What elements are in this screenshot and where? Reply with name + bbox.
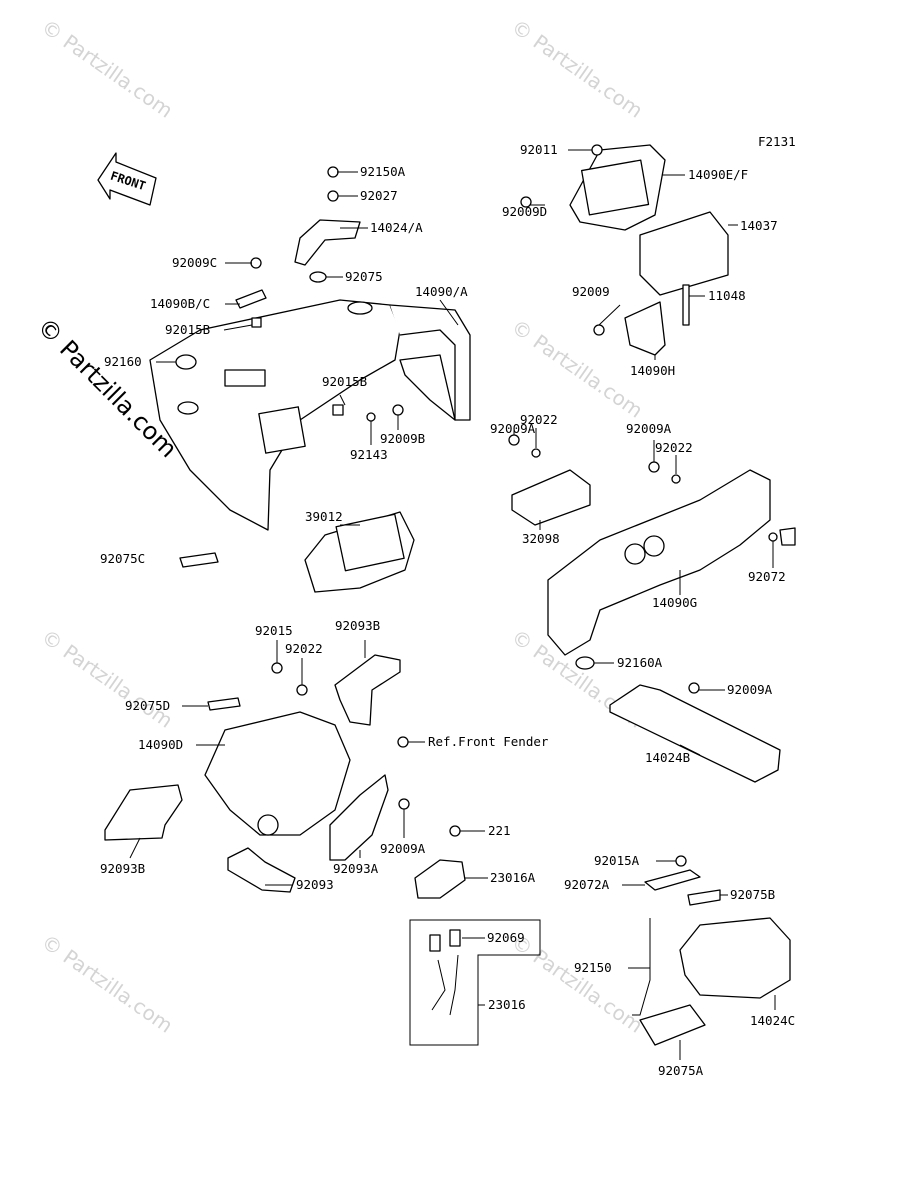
label-23016: 23016: [488, 997, 526, 1012]
label-92009A-4: 92009A: [380, 841, 426, 856]
watermark: © Partzilla.com: [37, 14, 177, 122]
label-92075D: 92075D: [125, 698, 170, 713]
front-arrow: FRONT: [97, 152, 157, 206]
label-92150: 92150: [574, 960, 612, 975]
watermark: © Partzilla.com: [507, 314, 647, 422]
label-92093A: 92093A: [333, 861, 379, 876]
label-14090G: 14090G: [652, 595, 697, 610]
label-92072: 92072: [748, 569, 786, 584]
watermark: © Partzilla.com: [507, 14, 647, 122]
watermark: © Partzilla.com: [507, 929, 647, 1037]
figure-code: F2131: [758, 134, 796, 149]
label-23016A: 23016A: [490, 870, 536, 885]
label-92022-1: 92022: [520, 412, 558, 427]
label-92011: 92011: [520, 142, 558, 157]
label-ref-front-fender: Ref.Front Fender: [428, 734, 549, 749]
label-92093B-1: 92093B: [335, 618, 380, 633]
label-92075B: 92075B: [730, 887, 775, 902]
label-92027: 92027: [360, 188, 398, 203]
label-92009C: 92009C: [172, 255, 217, 270]
label-92069: 92069: [487, 930, 525, 945]
watermark: © Partzilla.com: [37, 929, 177, 1037]
watermark: © Partzilla.com: [37, 624, 177, 732]
label-92143: 92143: [350, 447, 388, 462]
label-14037: 14037: [740, 218, 778, 233]
label-92009A-2: 92009A: [626, 421, 672, 436]
label-92009A-3: 92009A: [727, 682, 773, 697]
label-92009: 92009: [572, 284, 610, 299]
label-92072A: 92072A: [564, 877, 610, 892]
label-14024-a: 14024/A: [370, 220, 423, 235]
label-92093B-2: 92093B: [100, 861, 145, 876]
label-92009A-1: 92009A: [490, 421, 536, 436]
label-92075A: 92075A: [658, 1063, 704, 1078]
label-92160: 92160: [104, 354, 142, 369]
label-92015B: 92015B: [165, 322, 210, 337]
label-92009B: 92009B: [380, 431, 425, 446]
label-92009D: 92009D: [502, 204, 547, 219]
label-32098: 32098: [522, 531, 560, 546]
part-shapes: [104, 144, 796, 1046]
label-39012: 39012: [305, 509, 343, 524]
label-14090B-C: 14090B/C: [150, 296, 210, 311]
part-labels: 92150A 92027 14024/A 92009C 92075 14090B…: [100, 142, 795, 1078]
label-14090D: 14090D: [138, 737, 183, 752]
label-92015B-2: 92015B: [322, 374, 367, 389]
label-11048: 11048: [708, 288, 746, 303]
label-92075C: 92075C: [100, 551, 145, 566]
label-92075: 92075: [345, 269, 383, 284]
label-14024C: 14024C: [750, 1013, 795, 1028]
label-92093: 92093: [296, 877, 334, 892]
label-92160A: 92160A: [617, 655, 663, 670]
label-92150A: 92150A: [360, 164, 406, 179]
label-221: 221: [488, 823, 511, 838]
label-14024B: 14024B: [645, 750, 690, 765]
label-92022-3: 92022: [285, 641, 323, 656]
label-14090H: 14090H: [630, 363, 675, 378]
label-92022-2: 92022: [655, 440, 693, 455]
label-14090-a: 14090/A: [415, 284, 468, 299]
leader-lines: [129, 149, 776, 1060]
label-92015: 92015: [255, 623, 293, 638]
label-92015A: 92015A: [594, 853, 640, 868]
label-14090E-F: 14090E/F: [688, 167, 748, 182]
